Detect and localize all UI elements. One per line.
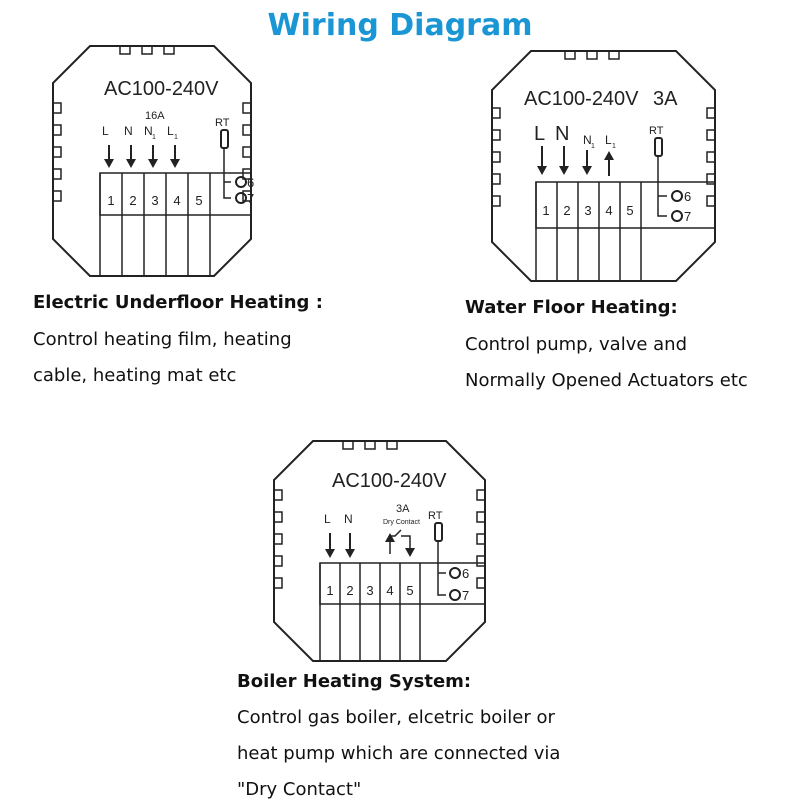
wire-label-n: N bbox=[124, 124, 133, 138]
rt-wires bbox=[437, 541, 446, 596]
terminal-1: 1 bbox=[107, 193, 114, 208]
right-vent bbox=[706, 107, 715, 207]
voltage-label: AC100-240V bbox=[104, 78, 219, 100]
desc-line: "Dry Contact" bbox=[237, 779, 362, 800]
left-vent bbox=[274, 489, 283, 589]
arrow-heads bbox=[325, 549, 355, 558]
rt-wires bbox=[223, 148, 231, 199]
desc-line: cable, heating mat etc bbox=[33, 365, 237, 386]
desc-line: heat pump which are connected via bbox=[237, 743, 561, 764]
current-rating-label: 3A bbox=[653, 88, 678, 110]
voltage-label: AC100-240V bbox=[332, 470, 447, 492]
terminal-2: 2 bbox=[346, 583, 353, 598]
wire-label-l1: L bbox=[167, 124, 174, 138]
wire-label-l: L bbox=[324, 512, 331, 526]
terminal-7-circle bbox=[449, 589, 461, 601]
terminal-7: 7 bbox=[462, 588, 469, 603]
terminal-3: 3 bbox=[366, 583, 373, 598]
thermostat-outline bbox=[491, 50, 716, 282]
electric-underfloor-desc: Control heating film, heating cable, hea… bbox=[33, 322, 292, 394]
left-vent bbox=[492, 107, 501, 207]
wire-label-l1-sub: 1 bbox=[612, 143, 616, 150]
terminal-6-circle bbox=[449, 567, 461, 579]
terminal-4: 4 bbox=[173, 193, 180, 208]
wire-label-l1-sub: 1 bbox=[174, 134, 178, 141]
terminal-6: 6 bbox=[247, 175, 254, 190]
wire-label-n1: N bbox=[583, 133, 592, 147]
wire-label-l1: L bbox=[605, 133, 612, 147]
terminal-7-circle bbox=[235, 192, 247, 204]
terminal-7: 7 bbox=[684, 209, 691, 224]
rt-label: RT bbox=[649, 125, 664, 137]
wire-label-n1: N bbox=[144, 124, 153, 138]
terminal-7: 7 bbox=[247, 191, 254, 206]
desc-line: Control gas boiler, elcetric boiler or bbox=[237, 707, 555, 728]
desc-line: Control pump, valve and bbox=[465, 334, 688, 355]
terminal-1: 1 bbox=[326, 583, 333, 598]
water-floor-diagram: AC100-240V 3A L N N 1 L 1 RT 1 2 3 4 5 6… bbox=[491, 50, 716, 282]
terminal-4: 4 bbox=[386, 583, 393, 598]
boiler-heating-diagram: AC100-240V 3A Dry Contact L N RT 1 2 3 4… bbox=[273, 440, 486, 662]
arrow-heads bbox=[537, 151, 614, 175]
rt-sensor bbox=[434, 522, 443, 542]
wire-label-n: N bbox=[555, 123, 569, 145]
terminal-2: 2 bbox=[129, 193, 136, 208]
wire-label-l: L bbox=[534, 123, 545, 145]
right-vent bbox=[242, 102, 251, 202]
desc-line: Control heating film, heating bbox=[33, 329, 292, 350]
terminal-5: 5 bbox=[406, 583, 413, 598]
terminal-6-circle bbox=[671, 190, 683, 202]
electric-underfloor-diagram: AC100-240V 16A L N N 1 L 1 RT 1 2 3 4 5 … bbox=[52, 45, 254, 277]
rt-label: RT bbox=[428, 510, 443, 522]
terminal-1: 1 bbox=[542, 203, 549, 218]
thermostat-outline bbox=[273, 440, 486, 662]
wire-label-n1-sub: 1 bbox=[152, 134, 156, 141]
boiler-heating-heading: Boiler Heating System: bbox=[237, 671, 472, 692]
rt-sensor bbox=[654, 137, 663, 157]
rt-label: RT bbox=[215, 117, 230, 129]
terminal-6: 6 bbox=[462, 566, 469, 581]
dry-contact-arrows bbox=[385, 533, 415, 557]
voltage-label: AC100-240V bbox=[524, 88, 639, 110]
terminal-dividers bbox=[99, 173, 211, 276]
arrow-heads bbox=[104, 159, 180, 168]
left-vent bbox=[53, 102, 62, 202]
terminal-6: 6 bbox=[684, 189, 691, 204]
rt-sensor bbox=[220, 129, 229, 149]
current-rating-label: 3A bbox=[396, 503, 410, 515]
terminal-7-circle bbox=[671, 210, 683, 222]
wire-label-l: L bbox=[102, 124, 109, 138]
terminal-5: 5 bbox=[195, 193, 202, 208]
top-vent bbox=[564, 51, 620, 60]
wire-arrows bbox=[541, 146, 610, 176]
top-vent bbox=[342, 441, 398, 450]
terminal-5: 5 bbox=[626, 203, 633, 218]
dry-contact-label: Dry Contact bbox=[383, 519, 420, 526]
terminal-2: 2 bbox=[563, 203, 570, 218]
diagram-title: Wiring Diagram bbox=[267, 8, 533, 43]
wire-arrows bbox=[108, 145, 176, 165]
rt-wires bbox=[657, 156, 667, 217]
terminal-4: 4 bbox=[605, 203, 612, 218]
current-rating-label: 16A bbox=[145, 110, 165, 122]
water-floor-desc: Control pump, valve and Normally Opened … bbox=[465, 327, 748, 399]
water-floor-heading: Water Floor Heating: bbox=[465, 297, 678, 318]
terminal-3: 3 bbox=[151, 193, 158, 208]
desc-line: Normally Opened Actuators etc bbox=[465, 370, 748, 391]
boiler-heating-desc: Control gas boiler, elcetric boiler or h… bbox=[237, 700, 560, 808]
electric-underfloor-heading: Electric Underfloor Heating : bbox=[33, 292, 323, 313]
right-vent bbox=[476, 489, 485, 589]
wire-label-n1-sub: 1 bbox=[591, 143, 595, 150]
terminal-6-circle bbox=[235, 176, 247, 188]
top-vent bbox=[119, 46, 175, 55]
terminal-dividers bbox=[319, 563, 421, 661]
terminal-3: 3 bbox=[584, 203, 591, 218]
terminal-dividers bbox=[535, 182, 642, 281]
wire-label-n: N bbox=[344, 512, 353, 526]
